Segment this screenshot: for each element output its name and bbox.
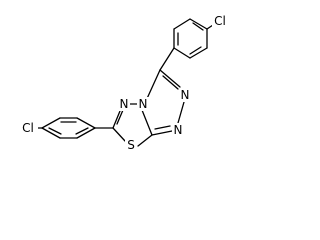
upper-chlorophenyl-ring xyxy=(173,18,214,59)
atom-n-bridge: N xyxy=(137,97,149,111)
bond xyxy=(173,18,191,30)
atom-cl-top: Cl xyxy=(212,14,230,28)
atom-label-s: S xyxy=(127,138,135,152)
bond xyxy=(41,127,61,139)
bond xyxy=(112,110,121,129)
bond xyxy=(112,127,126,142)
bond xyxy=(177,101,185,124)
double-bond-inner xyxy=(75,127,89,135)
atom-n-lower: N xyxy=(172,123,184,137)
bond xyxy=(137,134,153,147)
bond xyxy=(159,69,181,88)
double-bond-inner xyxy=(192,22,204,31)
atom-n-upper: N xyxy=(179,88,191,102)
atom-n-imine: N xyxy=(118,97,130,111)
atom-label-cl: Cl xyxy=(214,14,226,28)
bond xyxy=(173,47,191,59)
atom-label-n: N xyxy=(120,97,129,111)
double-bond-inner xyxy=(116,109,124,125)
bond xyxy=(141,109,153,136)
atom-label-n: N xyxy=(139,97,148,111)
left-chlorophenyl-ring xyxy=(37,117,96,139)
bond xyxy=(151,130,173,136)
double-bond-inner xyxy=(48,127,62,135)
atom-cl-left: Cl xyxy=(20,121,38,135)
atom-label-n: N xyxy=(174,123,183,137)
bond-upper-aryl-to-triazole xyxy=(159,47,175,71)
bond xyxy=(76,117,96,129)
molecule-svg: Cl Cl N N N N S xyxy=(20,14,230,152)
molecule-structure-diagram: Cl Cl N N N N S xyxy=(20,14,230,152)
atom-s: S xyxy=(125,138,137,152)
atom-label-cl: Cl xyxy=(22,121,34,135)
bond xyxy=(76,127,96,139)
bond xyxy=(189,47,208,59)
atom-label-n: N xyxy=(181,88,190,102)
double-bond-inner xyxy=(162,75,179,90)
bond xyxy=(189,18,208,30)
double-bond-inner xyxy=(154,125,171,130)
bond xyxy=(41,117,61,129)
double-bond-inner xyxy=(189,46,202,55)
